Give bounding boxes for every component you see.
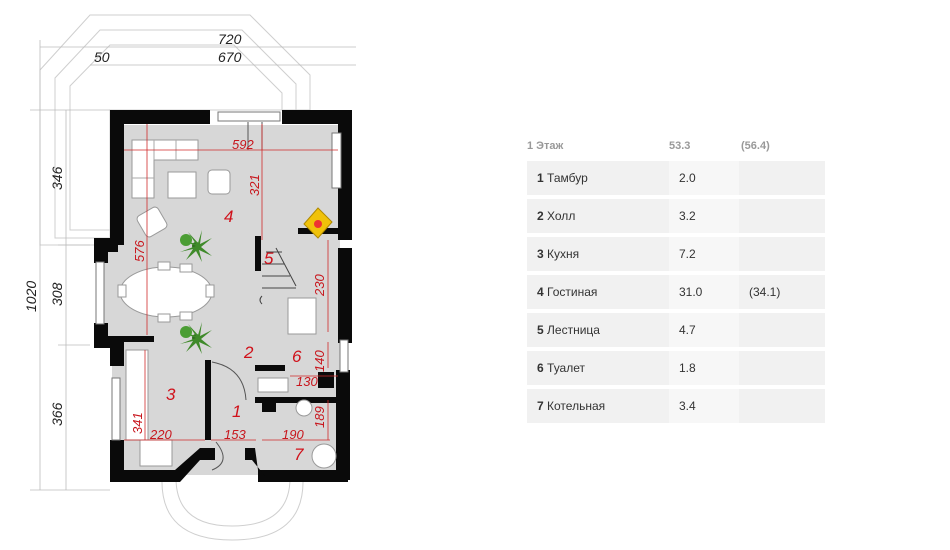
room-number-7: 7 xyxy=(294,445,304,464)
floor-name: 1 Этаж xyxy=(527,140,564,152)
dim-153: 153 xyxy=(224,427,246,442)
room-name: Кухня xyxy=(547,247,580,261)
room-area-alt xyxy=(741,237,825,271)
room-num: 3 xyxy=(537,247,544,261)
room-number-4: 4 xyxy=(224,207,233,226)
dim-left-mid: 308 xyxy=(49,282,65,306)
room-area-alt xyxy=(741,161,825,195)
table-row: 2 Холл 3.2 xyxy=(527,199,825,233)
interior-dimension-lines xyxy=(124,124,338,441)
furniture xyxy=(117,139,337,469)
dim-341: 341 xyxy=(130,412,145,434)
room-name: Котельная xyxy=(547,399,606,413)
room-name: Лестница xyxy=(547,323,600,337)
room-num: 5 xyxy=(537,323,544,337)
room-area: 2.0 xyxy=(669,161,739,195)
room-number-1: 1 xyxy=(232,402,241,421)
floor-area-alt: (56.4) xyxy=(741,140,770,152)
room-name: Туалет xyxy=(547,361,585,375)
room-area-alt xyxy=(741,351,825,385)
stairs xyxy=(259,247,297,305)
room-area: 7.2 xyxy=(669,237,739,271)
table-row: 5 Лестница 4.7 xyxy=(527,313,825,347)
room-area: 3.4 xyxy=(669,389,739,423)
room-num: 4 xyxy=(537,285,544,299)
room-number-2: 2 xyxy=(243,343,254,362)
room-area: 4.7 xyxy=(669,313,739,347)
room-area-alt: (34.1) xyxy=(749,285,781,299)
table-row: 7 Котельная 3.4 xyxy=(527,389,825,423)
room-area: 31.0 xyxy=(669,275,739,309)
dim-592: 592 xyxy=(232,137,254,152)
room-area-alt xyxy=(741,389,825,423)
dim-height-total: 1020 xyxy=(23,281,39,312)
dim-left-bottom: 366 xyxy=(49,402,65,426)
dim-321: 321 xyxy=(247,174,262,196)
windows xyxy=(95,111,349,441)
table-row: 6 Туалет 1.8 xyxy=(527,351,825,385)
dim-230: 230 xyxy=(312,274,327,297)
room-num: 1 xyxy=(537,171,544,185)
dim-130: 130 xyxy=(296,374,318,389)
fireplace-icon xyxy=(303,207,333,239)
room-num: 6 xyxy=(537,361,544,375)
dim-220: 220 xyxy=(149,427,172,442)
room-area: 3.2 xyxy=(669,199,739,233)
room-area-alt xyxy=(741,199,825,233)
room-number-6: 6 xyxy=(292,347,302,366)
plant-icons xyxy=(180,230,212,354)
room-area-alt xyxy=(741,313,825,347)
room-name: Холл xyxy=(547,209,576,223)
dim-width-outer: 720 xyxy=(218,31,242,47)
dim-140: 140 xyxy=(312,350,327,372)
table-row: 3 Кухня 7.2 xyxy=(527,237,825,271)
table-header: 1 Этаж 53.3 (56.4) xyxy=(527,136,825,156)
dim-189: 189 xyxy=(312,406,327,428)
room-name: Гостиная xyxy=(547,285,598,299)
room-name: Тамбур xyxy=(547,171,588,185)
room-num: 7 xyxy=(537,399,544,413)
room-number-3: 3 xyxy=(166,385,176,404)
room-area-table: 1 Этаж 53.3 (56.4) 1 Тамбур 2.0 2 Холл 3… xyxy=(527,136,825,427)
floor-area: 53.3 xyxy=(669,140,691,152)
table-row: 4 Гостиная 31.0 (34.1) xyxy=(527,275,825,309)
table-row: 1 Тамбур 2.0 xyxy=(527,161,825,195)
room-num: 2 xyxy=(537,209,544,223)
room-number-5: 5 xyxy=(264,249,274,268)
dim-190: 190 xyxy=(282,427,304,442)
dim-offset: 50 xyxy=(94,49,110,65)
dim-left-top: 346 xyxy=(49,166,65,190)
floor-plan: 720 50 670 1020 346 308 366 592 321 576 … xyxy=(23,14,356,541)
dimension-lines xyxy=(30,40,356,491)
room-area: 1.8 xyxy=(669,351,739,385)
dim-width-inner: 670 xyxy=(218,49,242,65)
dim-576: 576 xyxy=(132,240,147,262)
